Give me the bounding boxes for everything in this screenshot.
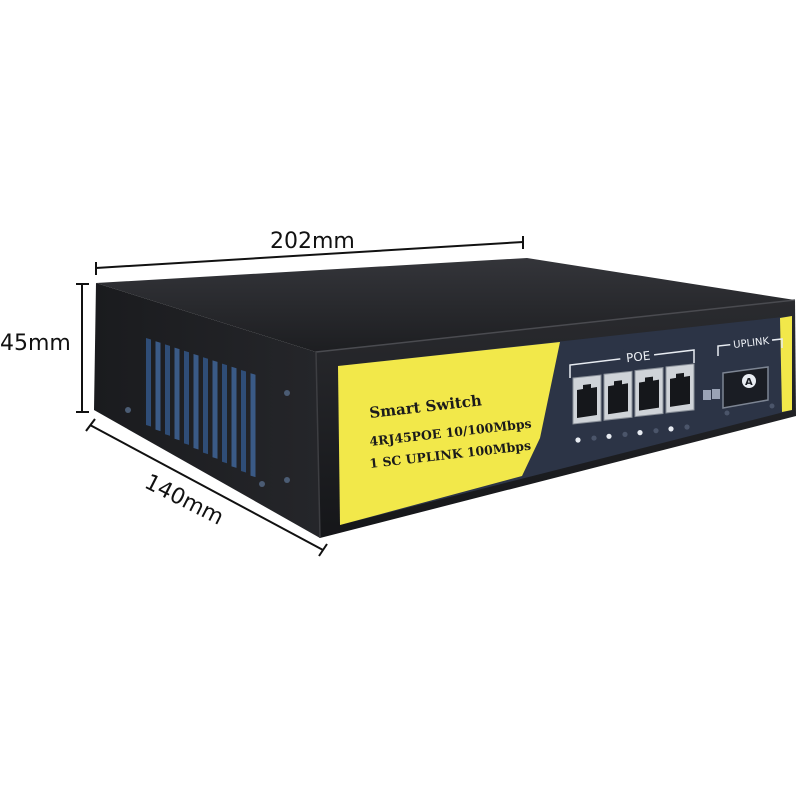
uplink-led-icon [724, 410, 730, 416]
width-label: 202mm [270, 229, 355, 254]
vent-slot [174, 347, 180, 441]
status-led-icon [668, 426, 674, 432]
poe-group-label: POE [625, 349, 651, 366]
sc-port-letter: A [745, 377, 753, 388]
depth-label: 140mm [140, 470, 227, 531]
screw-icon [125, 407, 131, 413]
panel-yellow-area [338, 342, 560, 525]
vent-slot [212, 360, 218, 459]
vent-slot [193, 354, 199, 450]
status-led-icon [637, 430, 643, 436]
vent-slot [184, 350, 189, 445]
status-led-icon [684, 424, 690, 430]
dip-switch [703, 389, 720, 400]
vent-slot [250, 373, 256, 478]
height-label: 45mm [0, 331, 71, 356]
status-led-icon [591, 435, 597, 441]
ventilation-slots [146, 338, 256, 478]
sc-fiber-port [722, 366, 769, 409]
port-leds [575, 424, 690, 443]
vent-slot [146, 338, 151, 427]
vent-slot [241, 370, 246, 473]
screw-icon [259, 481, 265, 487]
vent-slot [165, 344, 170, 436]
vent-slot [203, 357, 208, 455]
status-led-icon [653, 428, 659, 434]
status-led-icon [575, 437, 581, 443]
vent-slot [231, 366, 237, 468]
vent-slot [222, 363, 227, 464]
width-dimension: 202mm [95, 229, 524, 275]
rj45-port [603, 370, 633, 421]
panel-yellow-edge [780, 316, 792, 412]
rj45-port [634, 367, 664, 418]
vent-slot [155, 341, 161, 432]
screw-icon [284, 390, 290, 396]
poe-ports [572, 363, 695, 425]
uplink-group-label: UPLINK [733, 336, 770, 351]
height-dimension: 45mm [0, 283, 89, 413]
chassis-top [96, 258, 795, 352]
sc-port-marker-icon [742, 374, 756, 388]
power-led-icon [769, 403, 775, 409]
status-led-icon [606, 433, 612, 439]
side-screws [125, 390, 290, 487]
status-led-icon [622, 431, 628, 437]
rj45-port [665, 363, 695, 414]
poe-group: POE [569, 346, 695, 378]
uplink-group: UPLINK A [717, 332, 783, 416]
screw-icon [284, 477, 290, 483]
rj45-port [572, 374, 602, 425]
